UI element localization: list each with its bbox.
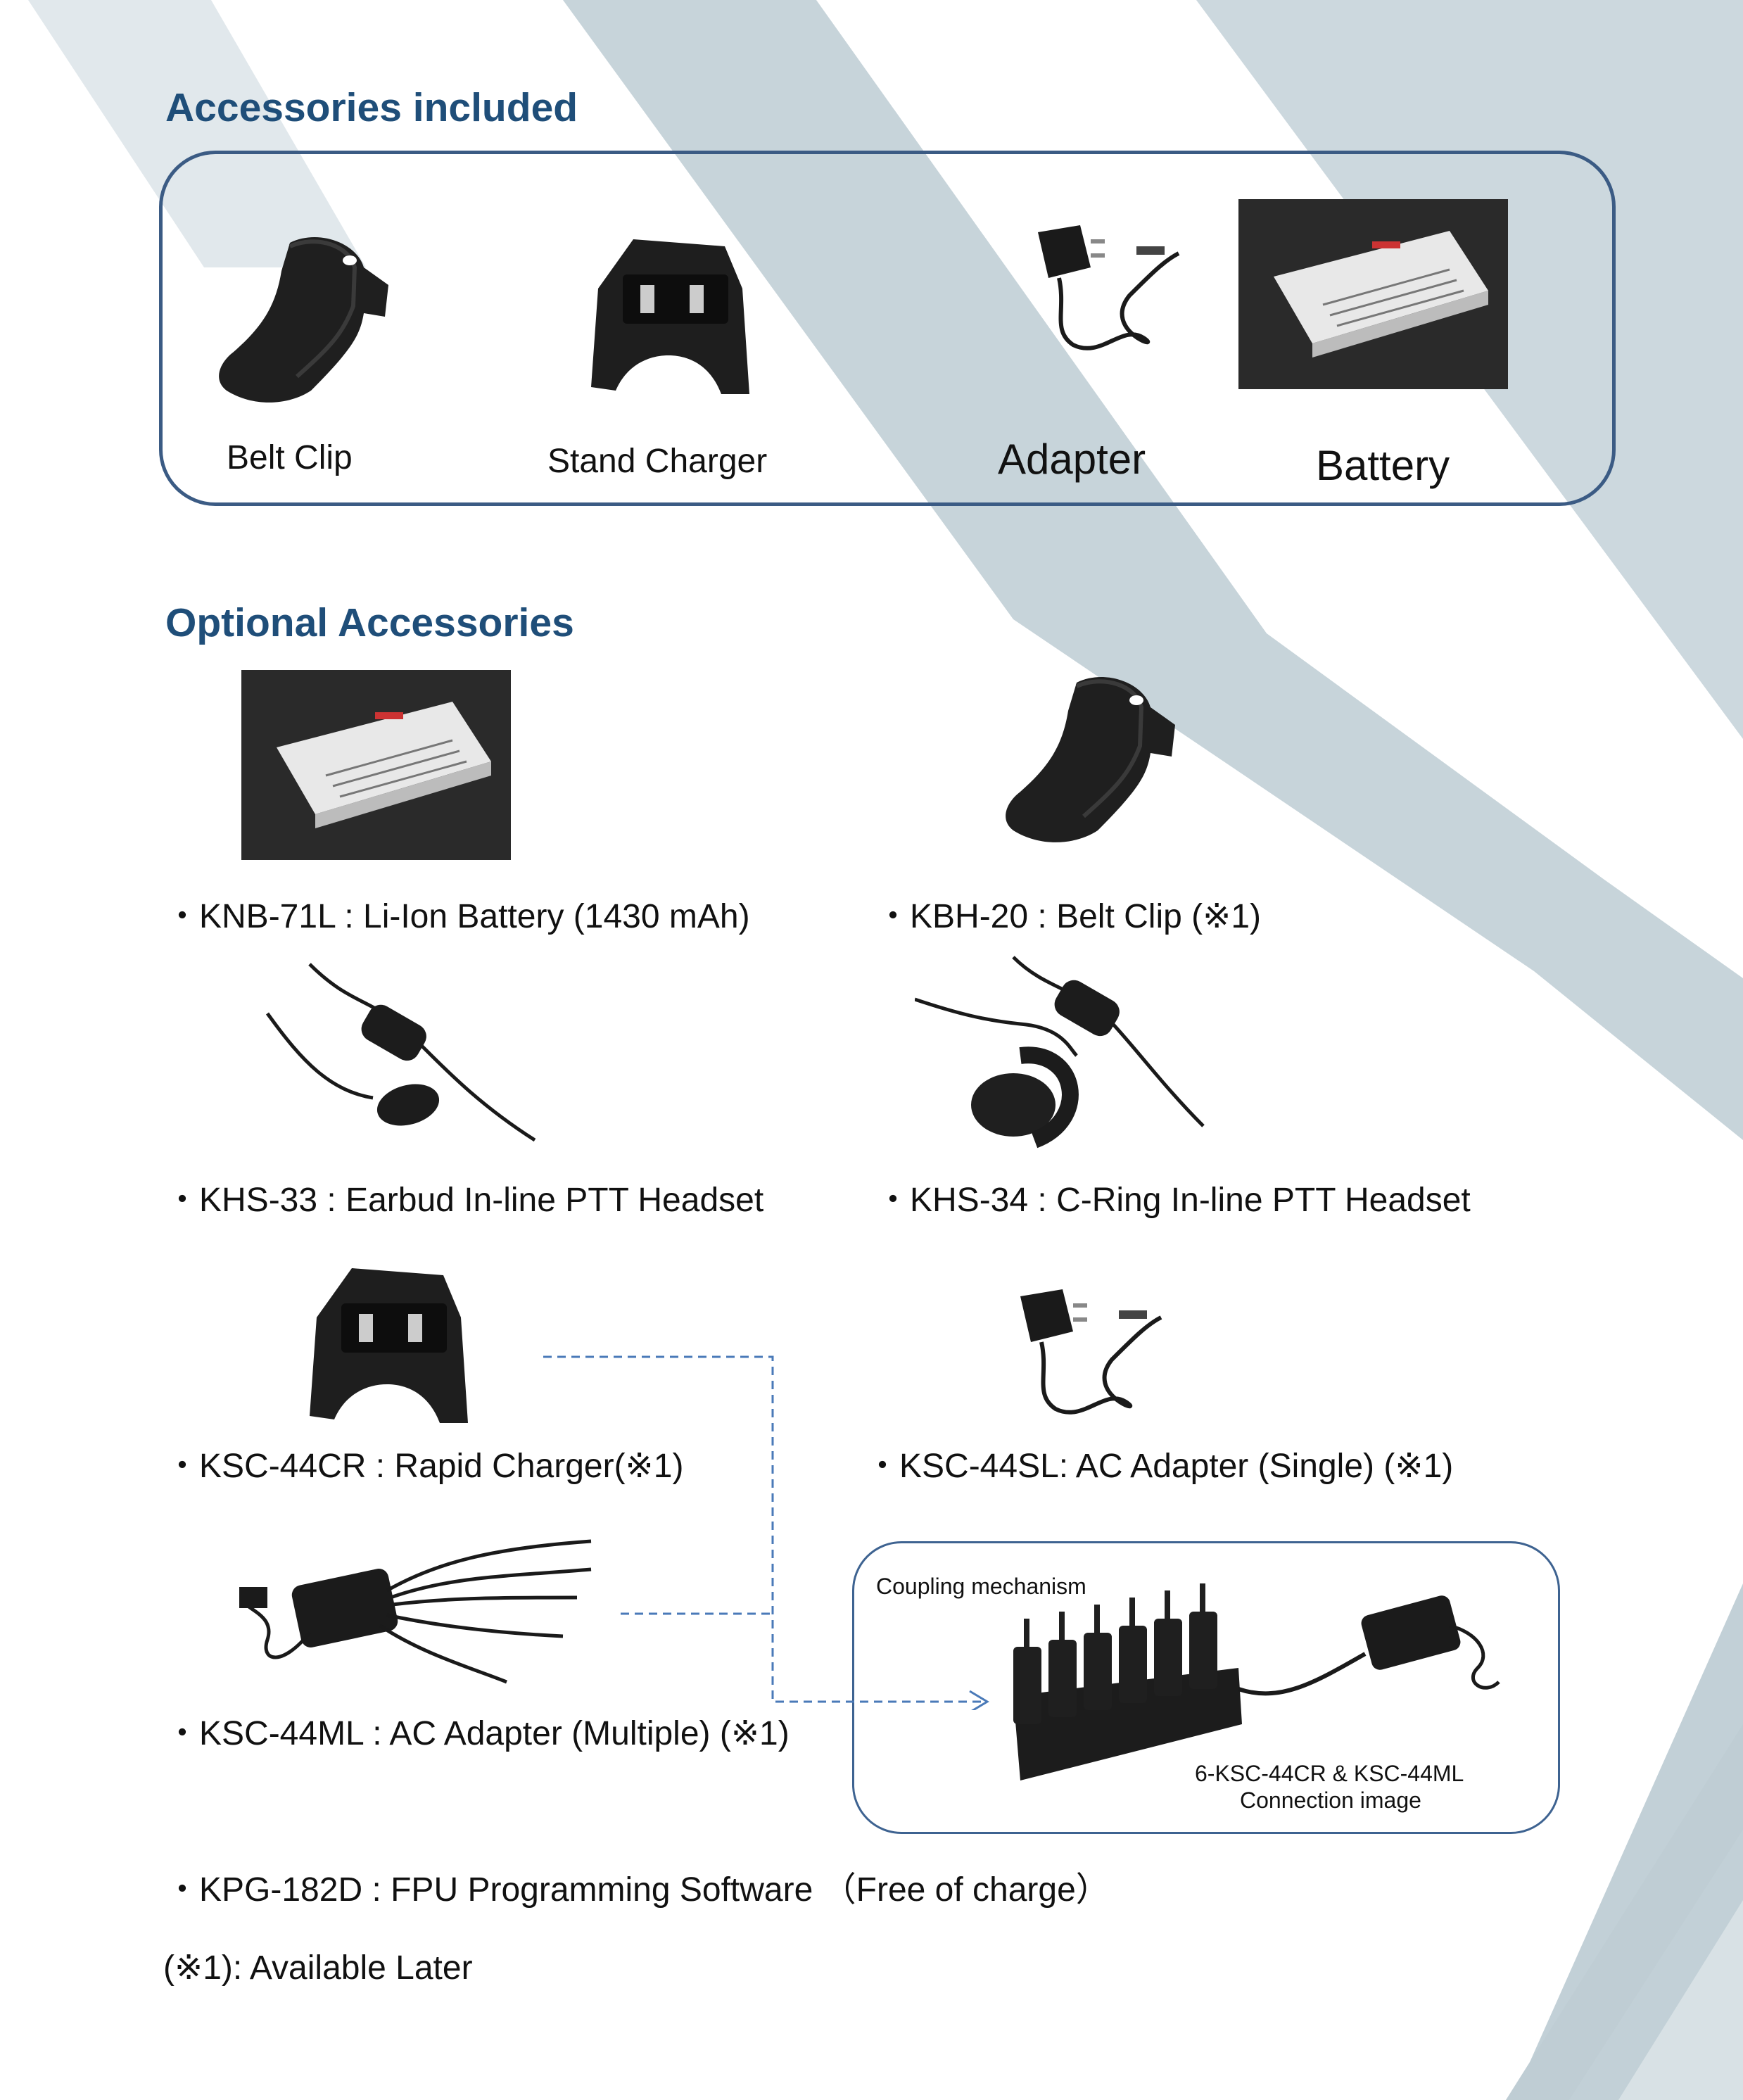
battery-icon bbox=[241, 670, 511, 860]
stand-charger-icon bbox=[310, 1268, 468, 1423]
optional-heading: Optional Accessories bbox=[165, 600, 574, 645]
included-label-belt-clip: Belt Clip bbox=[227, 439, 353, 476]
coupling-caption-line1: 6-KSC-44CR & KSC-44ML bbox=[1195, 1761, 1464, 1786]
optional-item-khs-34: ・KHS-34 : C-Ring In-line PTT Headset bbox=[876, 1182, 1471, 1219]
included-box bbox=[159, 151, 1616, 506]
optional-item-kpg-182d: ・KPG-182D : FPU Programming Software （Fr… bbox=[165, 1871, 1110, 1909]
belt-clip-icon bbox=[219, 237, 388, 403]
battery-icon bbox=[1238, 199, 1508, 389]
optional-item-ksc-44ml: ・KSC-44ML : AC Adapter (Multiple) (※1) bbox=[165, 1715, 790, 1752]
included-label-adapter: Adapter bbox=[998, 436, 1146, 483]
footnote: (※1): Available Later bbox=[163, 1949, 473, 1987]
connection-dashed-lines bbox=[543, 1355, 989, 1710]
coupling-box bbox=[852, 1541, 1560, 1834]
multi-adapter-icon bbox=[239, 1539, 592, 1684]
belt-clip-icon bbox=[1006, 677, 1175, 842]
coupling-caption-line2: Connection image bbox=[1240, 1788, 1421, 1813]
optional-item-kbh-20: ・KBH-20 : Belt Clip (※1) bbox=[876, 898, 1262, 935]
ac-adapter-icon bbox=[1020, 1289, 1162, 1415]
optional-item-ksc-44sl: ・KSC-44SL: AC Adapter (Single) (※1) bbox=[866, 1448, 1454, 1485]
coupling-title: Coupling mechanism bbox=[876, 1574, 1086, 1599]
included-label-stand-charger: Stand Charger bbox=[547, 443, 768, 480]
optional-item-ksc-44cr: ・KSC-44CR : Rapid Charger(※1) bbox=[165, 1448, 684, 1485]
optional-item-knb-71l: ・KNB-71L : Li-Ion Battery (1430 mAh) bbox=[165, 898, 750, 935]
included-label-battery: Battery bbox=[1316, 442, 1450, 489]
stand-charger-icon bbox=[591, 239, 749, 394]
included-heading: Accessories included bbox=[165, 85, 578, 130]
earbud-headset-icon bbox=[265, 963, 536, 1142]
c-ring-headset-icon bbox=[915, 956, 1205, 1149]
optional-item-khs-33: ・KHS-33 : Earbud In-line PTT Headset bbox=[165, 1182, 764, 1219]
ac-adapter-icon bbox=[1038, 225, 1180, 350]
coupled-chargers-icon bbox=[1013, 1583, 1500, 1780]
